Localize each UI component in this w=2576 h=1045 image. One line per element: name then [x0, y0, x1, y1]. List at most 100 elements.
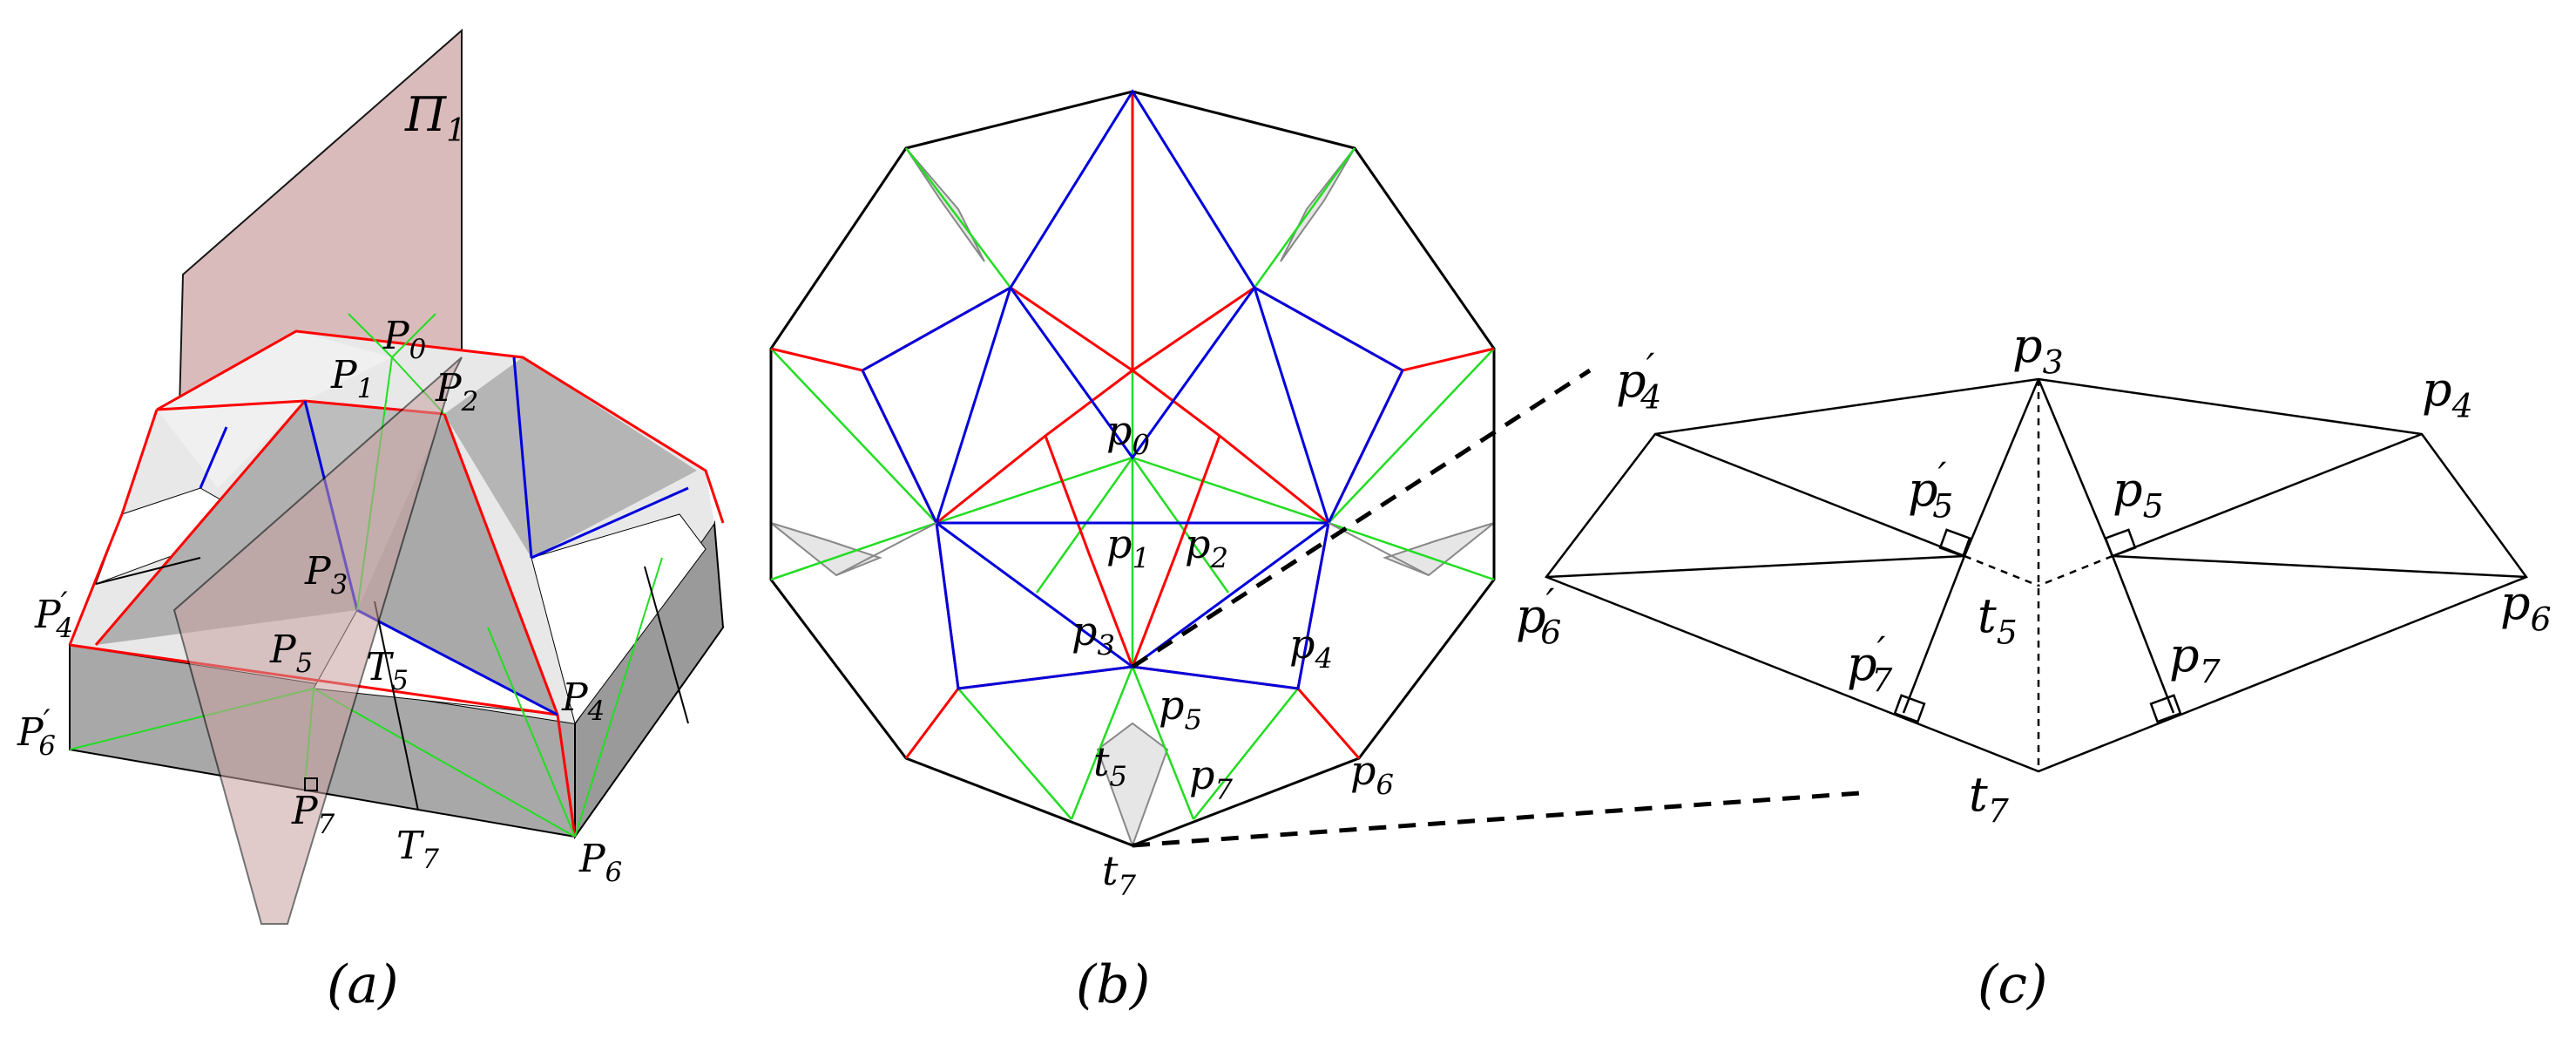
point-label: t5 — [1978, 588, 2018, 652]
point-label: P2 — [435, 366, 478, 417]
green-ray — [905, 687, 1072, 820]
blue-line — [862, 89, 1403, 372]
gray-flap — [905, 147, 985, 262]
gray-line — [1328, 522, 1430, 576]
point-label: p4 — [1289, 621, 1333, 675]
red-edge — [556, 714, 577, 838]
face-right — [357, 414, 558, 715]
green-crease — [487, 627, 576, 838]
edge-c — [2111, 555, 2175, 714]
plane-pi1 — [172, 356, 463, 925]
red-line — [861, 370, 960, 759]
gray-flap — [1280, 147, 1356, 262]
right-angle-mark — [2104, 528, 2137, 558]
black-line — [374, 601, 419, 811]
edge-c — [2112, 432, 2423, 558]
red-line — [1131, 435, 1221, 668]
point-label: p7 — [2169, 628, 2221, 691]
dashed-leader-top — [1131, 368, 1592, 669]
gray-line — [835, 522, 937, 576]
point-label: t7 — [1969, 767, 2009, 831]
plane-label: Π1 — [404, 87, 466, 149]
point-label: p4 — [2422, 362, 2473, 425]
green-crease — [391, 313, 436, 358]
point-label: p′7 — [1847, 629, 1892, 699]
point-label: P6 — [578, 837, 622, 888]
panel-b — [769, 89, 1861, 848]
red-edge — [68, 409, 159, 646]
point-label: P3 — [304, 549, 348, 601]
edge-c — [1902, 555, 1966, 714]
red-edge — [443, 413, 559, 716]
green-ray — [1131, 457, 1230, 594]
blue-line — [1253, 287, 1404, 527]
red-edge — [156, 329, 725, 524]
face-back-left — [157, 331, 392, 488]
blue-edge — [531, 486, 689, 560]
point-label: T5 — [366, 645, 409, 696]
blue-edge — [356, 608, 558, 716]
red-edge — [156, 399, 306, 411]
point-label: p6 — [2500, 575, 2552, 639]
green-ray — [1132, 456, 1329, 525]
point-label: t7 — [1102, 847, 1137, 902]
green-crease — [313, 688, 576, 838]
caption-b: (b) — [1076, 954, 1150, 1015]
edge-c — [2112, 554, 2527, 579]
green-crease — [348, 313, 393, 358]
point-label: p2 — [1185, 520, 1228, 575]
gray-flap — [1096, 722, 1169, 848]
point-label: P1 — [330, 353, 374, 404]
red-line — [1044, 435, 1134, 668]
caption-c: (c) — [1978, 954, 2047, 1015]
dashed-leader-bottom — [1132, 791, 1861, 848]
red-edge — [94, 400, 307, 646]
right-angle-mark — [1938, 528, 1971, 558]
right-angle-mark — [2149, 694, 2182, 723]
point-label: P0 — [382, 314, 426, 365]
point-label: P7 — [291, 789, 335, 840]
point-label: P′6 — [17, 704, 56, 762]
point-label: p′4 — [1616, 346, 1661, 416]
right-angle-mark — [304, 777, 318, 791]
face-back-right — [444, 357, 697, 558]
black-line — [95, 557, 201, 585]
caption-a: (a) — [327, 954, 399, 1015]
dashed-edge-c — [2038, 554, 2113, 587]
red-line — [1296, 370, 1404, 759]
point-label: P5 — [269, 628, 313, 679]
green-ray — [936, 456, 1133, 525]
point-label: p0 — [1106, 407, 1150, 462]
green-crease — [574, 557, 663, 838]
point-label: P4 — [561, 675, 605, 727]
blue-edge — [512, 356, 533, 559]
edge-c — [2037, 378, 2114, 557]
point-label: p5 — [1159, 682, 1202, 736]
point-label: p3 — [2012, 318, 2064, 382]
point-label: p1 — [1106, 520, 1150, 575]
blue-edge — [199, 426, 228, 489]
black-line — [644, 566, 689, 724]
green-ray — [1326, 348, 1495, 581]
labels-b: p0 p1 p2 p3 p4 p5 t5 p7 p6 t7 — [1072, 407, 1394, 902]
gray-flap — [770, 522, 882, 577]
right-angle-mark — [1893, 694, 1926, 723]
outline-c — [1545, 377, 2528, 773]
point-label: t5 — [1093, 738, 1127, 793]
point-label: p3 — [1072, 607, 1115, 662]
gray-flap — [1383, 522, 1495, 577]
edge-c — [1545, 554, 1965, 579]
green-ray — [770, 348, 939, 581]
point-label: p6 — [1350, 747, 1394, 802]
inner-platform-right — [531, 513, 707, 725]
edge-c — [1654, 432, 1965, 558]
point-label: p′6 — [1516, 581, 1561, 651]
blue-line — [1009, 287, 1256, 460]
dashed-edge-c — [1964, 554, 2039, 587]
point-label: p5 — [2113, 462, 2164, 526]
point-label: p7 — [1189, 751, 1233, 806]
panel-c — [1545, 377, 2528, 773]
